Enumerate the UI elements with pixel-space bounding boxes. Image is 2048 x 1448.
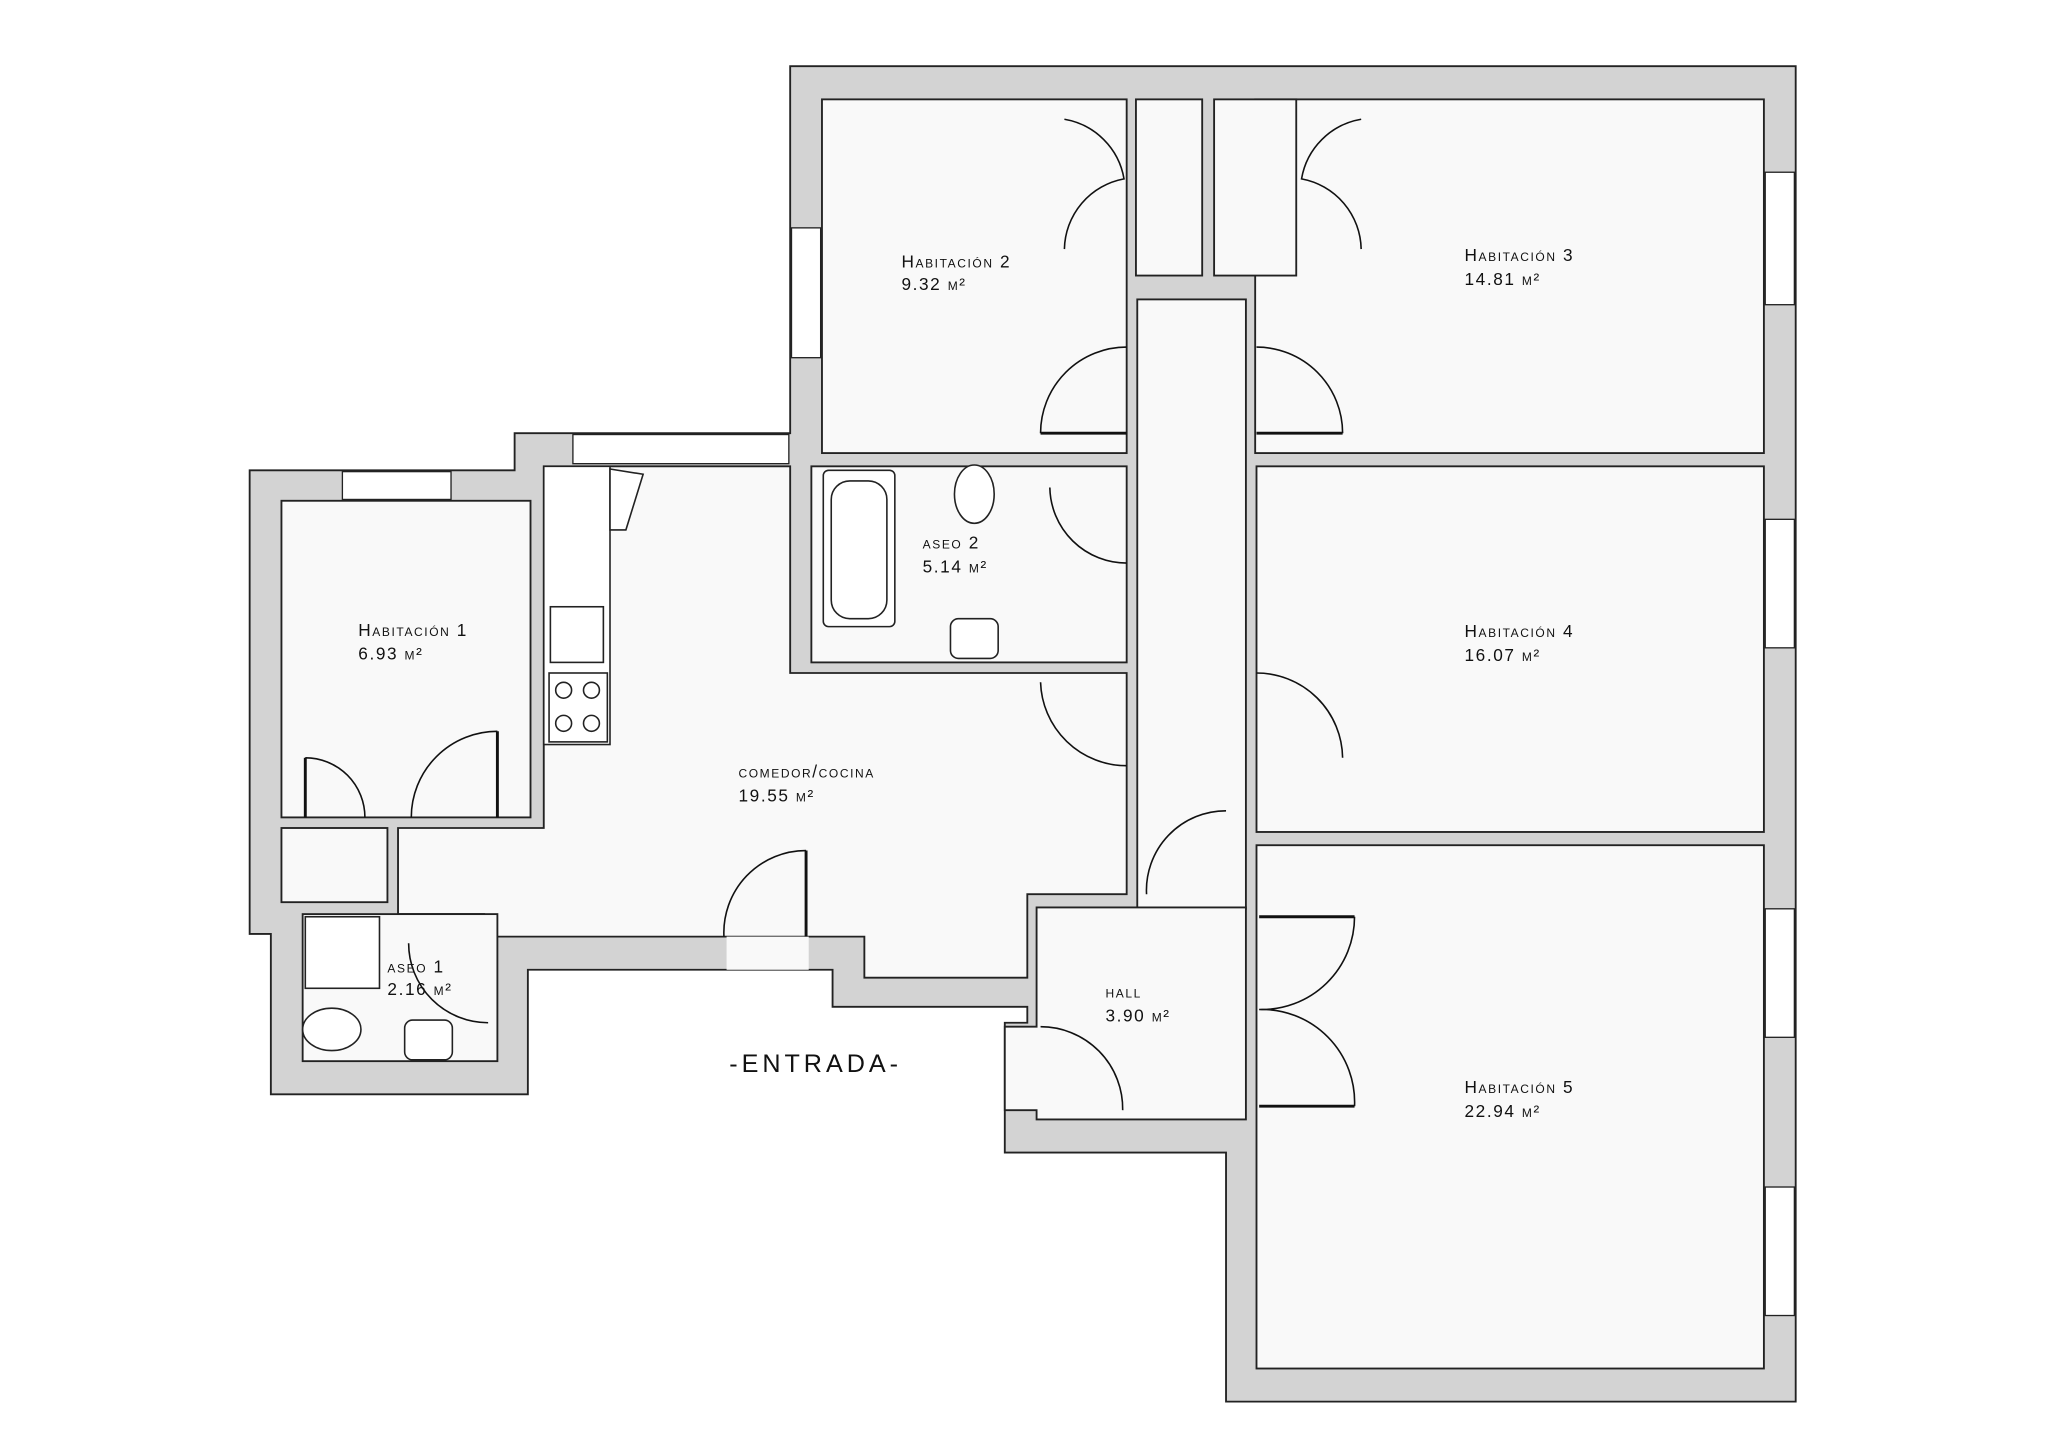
room-habitacion-1 — [280, 499, 532, 819]
room-name-habitacion-1: Habitación 1 — [358, 620, 468, 640]
room-area-hall: 3.90 m² — [1105, 1005, 1170, 1025]
shower-tray — [304, 915, 381, 990]
room-name-comedor-cocina: comedor/cocina — [739, 762, 875, 782]
room-area-habitacion-3: 14.81 m² — [1464, 269, 1540, 289]
toilet — [301, 1007, 362, 1052]
room-area-aseo-1: 2.16 m² — [387, 979, 452, 999]
room-name-aseo-2: aseo 2 — [923, 532, 980, 552]
window — [1764, 908, 1796, 1038]
closet-habitacion-2 — [1135, 98, 1204, 277]
entrance-label: -ENTRADA- — [729, 1050, 902, 1078]
room-name-habitacion-2: Habitación 2 — [901, 252, 1011, 272]
stove — [548, 672, 609, 743]
window — [572, 433, 790, 465]
closet-habitacion-3 — [1213, 98, 1298, 277]
extractor-hood — [609, 468, 645, 531]
room-area-habitacion-1: 6.93 m² — [358, 644, 423, 664]
room-area-aseo-2: 5.14 m² — [923, 556, 988, 576]
washbasin — [403, 1019, 454, 1061]
room-name-hall: hall — [1105, 982, 1141, 1002]
bathtub-inner — [830, 480, 888, 620]
stove-burner — [554, 714, 573, 733]
room-name-habitacion-3: Habitación 3 — [1464, 245, 1574, 265]
room-area-habitacion-5: 22.94 m² — [1464, 1101, 1540, 1121]
window — [1764, 171, 1796, 306]
stove-burner — [554, 681, 573, 699]
toilet — [953, 464, 995, 525]
room-name-habitacion-5: Habitación 5 — [1464, 1077, 1574, 1097]
window — [341, 470, 452, 501]
room-area-habitacion-4: 16.07 m² — [1464, 645, 1540, 665]
entrance-doorway — [726, 936, 809, 970]
room-habitacion-2 — [821, 98, 1128, 455]
window — [1764, 1186, 1796, 1317]
window — [1764, 518, 1796, 649]
stove-burner — [582, 714, 601, 733]
washbasin — [949, 617, 999, 660]
room-area-habitacion-2: 9.32 m² — [901, 274, 966, 294]
stove-burner — [582, 681, 601, 699]
kitchen-sink — [549, 605, 605, 664]
room-name-habitacion-4: Habitación 4 — [1464, 621, 1574, 641]
closet-habitacion-1 — [280, 827, 389, 904]
corridor — [1136, 298, 1247, 910]
room-hall — [1003, 906, 1247, 1121]
room-area-comedor-cocina: 19.55 m² — [739, 786, 815, 806]
room-name-aseo-1: aseo 1 — [387, 956, 444, 976]
window — [790, 227, 822, 359]
room-habitacion-4 — [1255, 465, 1765, 833]
door-swings — [303, 118, 1362, 1111]
